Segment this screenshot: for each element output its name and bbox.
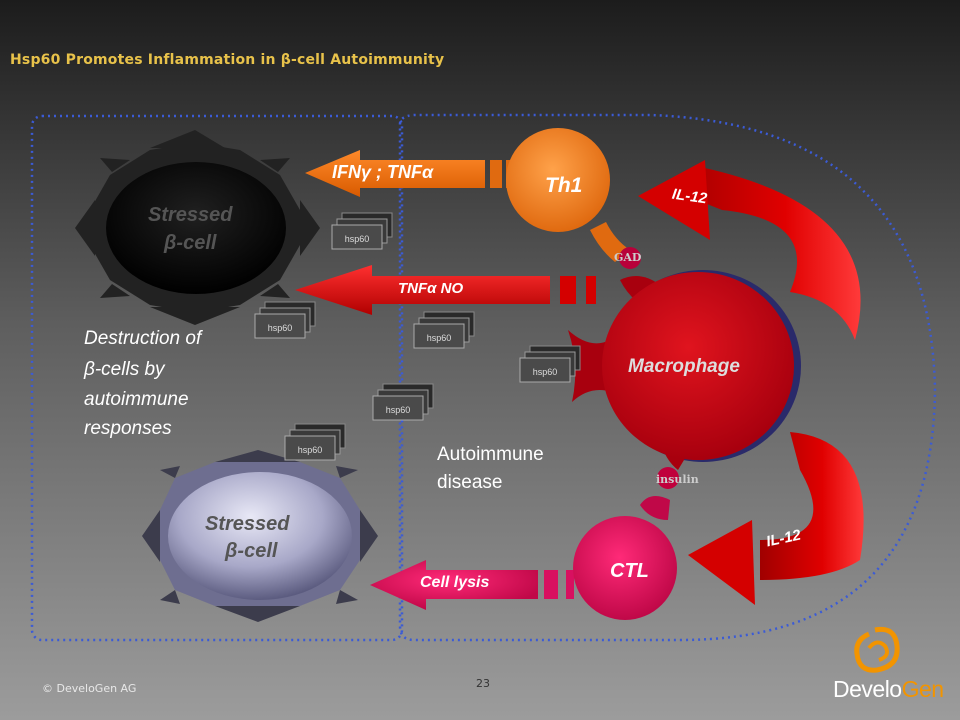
left-dotted-region — [30, 114, 404, 642]
hsp60-block-5: hsp60 — [372, 383, 434, 421]
stressed-beta-cell-bottom — [142, 450, 378, 622]
tnf-no-arrow — [295, 265, 596, 315]
macrophage-label: Macrophage — [628, 356, 740, 377]
hsp60-label: hsp60 — [427, 333, 452, 343]
hsp60-label: hsp60 — [298, 445, 323, 455]
stressed-bottom-line1: Stressed — [205, 513, 290, 535]
il12-bottom-arrowhead — [688, 520, 755, 605]
stressed-beta-cell-top — [75, 130, 320, 325]
hsp60-block-6: hsp60 — [284, 423, 346, 461]
page-number: 23 — [476, 677, 490, 690]
develogen-logo-text: DeveloGen — [833, 676, 944, 703]
hsp60-label: hsp60 — [268, 323, 293, 333]
th1-cell — [506, 128, 630, 262]
copyright: © DeveloGen AG — [42, 682, 137, 695]
gad-label: GAD — [614, 251, 642, 264]
il12-top-band — [672, 168, 861, 340]
destruction-line-4: responses — [84, 418, 172, 439]
th1-label: Th1 — [545, 174, 583, 197]
cell-lysis-label: Cell lysis — [420, 574, 490, 591]
ifn-tnf-label: IFNγ ; TNFα — [332, 162, 434, 182]
stressed-top-line2: β-cell — [164, 232, 217, 254]
ctl-cell — [573, 496, 677, 620]
hsp60-label: hsp60 — [533, 367, 558, 377]
autoimmune-line-2: disease — [437, 472, 503, 493]
il12-top-arrowhead — [638, 160, 710, 240]
autoimmune-line-1: Autoimmune — [437, 444, 544, 465]
insulin-label: insulin — [656, 473, 699, 486]
insulin-antigen — [657, 467, 679, 489]
cell-lysis-arrow — [370, 560, 574, 610]
hsp60-label: hsp60 — [345, 234, 370, 244]
hsp60-block-2: hsp60 — [254, 301, 316, 339]
hsp60-block-3: hsp60 — [413, 311, 475, 349]
develogen-logo-icon — [854, 626, 900, 673]
destruction-line-3: autoimmune — [84, 389, 189, 410]
hsp60-block-4: hsp60 — [519, 345, 581, 383]
logo-part-develo: Develo — [833, 676, 902, 702]
hsp60-block-1: hsp60 — [331, 212, 393, 250]
gad-antigen — [619, 247, 641, 269]
slide-title: Hsp60 Promotes Inflammation in β-cell Au… — [10, 52, 445, 68]
ctl-label: CTL — [610, 560, 649, 582]
tnf-no-label: TNFα NO — [398, 280, 464, 297]
destruction-line-2: β-cells by — [84, 359, 165, 380]
right-dotted-region — [398, 113, 937, 642]
stressed-top-line1: Stressed — [148, 204, 233, 226]
hsp60-label: hsp60 — [386, 405, 411, 415]
il12-bottom-band — [760, 432, 864, 580]
stressed-bottom-line2: β-cell — [225, 540, 278, 562]
logo-part-gen: Gen — [901, 676, 944, 702]
destruction-line-1: Destruction of — [84, 328, 202, 349]
